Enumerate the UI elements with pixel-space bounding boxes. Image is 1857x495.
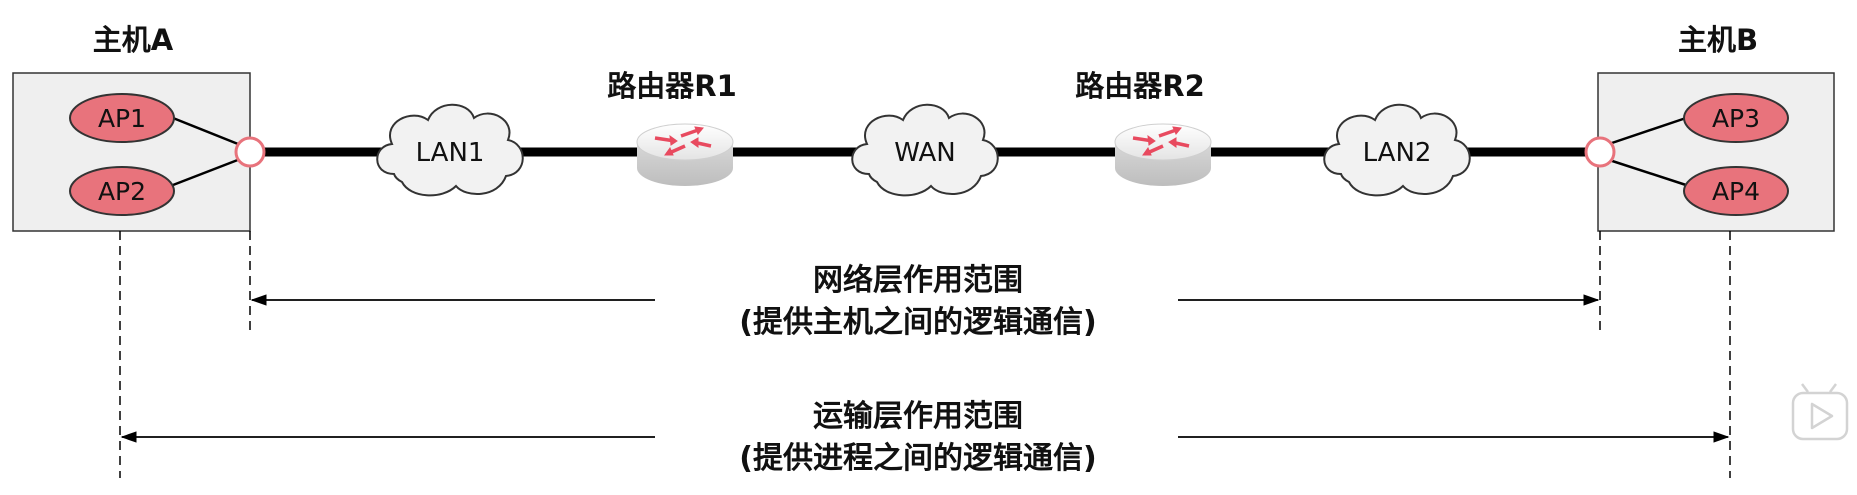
transport-layer-title: 运输层作用范围 [813, 399, 1023, 434]
network-label: LAN2 [1363, 138, 1432, 168]
app-process: AP1 [69, 93, 175, 143]
host-a-title: 主机A [93, 23, 174, 57]
play-icon [1791, 383, 1849, 441]
transport-layer-scope: 运输层作用范围 (提供进程之间的逻辑通信) [120, 399, 1730, 476]
network-port [234, 136, 266, 168]
socket-line [172, 116, 249, 150]
app-label: AP2 [98, 177, 146, 206]
socket-line [1599, 116, 1687, 149]
transport-layer-subtitle: (提供进程之间的逻辑通信) [739, 441, 1096, 476]
network-port [1584, 136, 1616, 168]
host-b-title: 主机B [1678, 23, 1758, 57]
router-r1-title: 路由器R1 [607, 69, 737, 103]
app-label: AP4 [1712, 177, 1760, 206]
socket-line [1599, 155, 1687, 187]
app-label: AP3 [1712, 104, 1760, 133]
network-layer-subtitle: (提供主机之间的逻辑通信) [739, 305, 1096, 340]
router-icon [636, 123, 734, 186]
network-label: WAN [894, 138, 956, 168]
app-process: AP2 [69, 166, 175, 216]
app-label: AP1 [98, 104, 146, 133]
app-process: AP3 [1683, 93, 1789, 143]
dashed-guides [119, 231, 1731, 478]
router-icon [1114, 123, 1212, 186]
router-r1: 路由器R1 [607, 69, 737, 186]
router-r2: 路由器R2 [1075, 69, 1212, 186]
wan-cloud: WAN [851, 103, 999, 197]
app-process: AP4 [1683, 166, 1789, 216]
host-b: 主机B AP3 AP4 [1584, 23, 1835, 232]
lan2-cloud: LAN2 [1323, 103, 1471, 197]
network-layer-title: 网络层作用范围 [813, 263, 1023, 298]
host-a: 主机A AP1 AP2 [12, 23, 266, 232]
network-label: LAN1 [416, 138, 485, 168]
lan1-cloud: LAN1 [376, 103, 524, 197]
router-r2-title: 路由器R2 [1075, 69, 1205, 103]
network-layer-scope: 网络层作用范围 (提供主机之间的逻辑通信) [250, 263, 1600, 340]
socket-line [172, 154, 249, 187]
